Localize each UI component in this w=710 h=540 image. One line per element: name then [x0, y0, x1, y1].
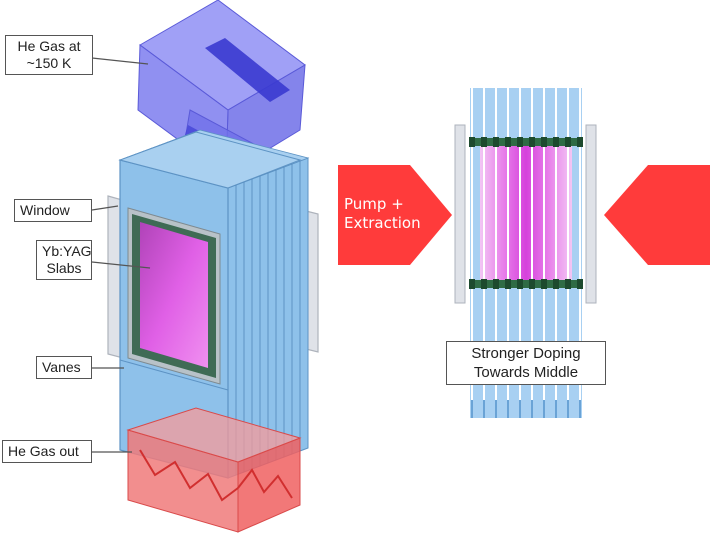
gas-outlet-manifold: [126, 407, 302, 533]
doped-slab-region: [480, 146, 572, 284]
clamp-bead: [529, 137, 535, 147]
clamp-bead: [577, 137, 583, 147]
clamp-bead: [577, 279, 583, 289]
yb-yag-slab: [127, 207, 221, 385]
label-window: Window: [14, 199, 92, 222]
clamp-bead: [469, 137, 475, 147]
clamp-bead: [541, 279, 547, 289]
label-he-gas-in: He Gas at ~150 K: [5, 35, 93, 75]
vane-plate: [291, 160, 301, 455]
vane-plate: [299, 157, 309, 452]
label-he-gas-in-line1: He Gas at: [17, 38, 81, 54]
clamp-bead: [505, 137, 511, 147]
pump-arrow-right: [604, 165, 710, 265]
label-pump-line1: Pump +: [344, 195, 404, 213]
vane-plate: [259, 172, 269, 467]
label-he-gas-out-text: He Gas out: [8, 443, 79, 459]
label-he-gas-in-line2: ~150 K: [26, 55, 72, 71]
clamp-bar: [470, 138, 582, 146]
label-doping-line2: Towards Middle: [473, 364, 579, 381]
clamp-bead: [553, 137, 559, 147]
label-doping-line1: Stronger Doping: [471, 345, 581, 362]
vane-plate: [275, 166, 285, 461]
clamp-bead: [493, 137, 499, 147]
label-slabs: Yb:YAG Slabs: [36, 240, 92, 280]
window-bar-left: [454, 124, 466, 304]
clamp-bead: [481, 279, 487, 289]
clamp-bead: [493, 279, 499, 289]
clamp-bead: [529, 279, 535, 289]
vane-plate: [267, 169, 277, 464]
clamp-bead: [469, 279, 475, 289]
label-pump-line2: Extraction: [344, 214, 421, 232]
vane-plate: [283, 163, 293, 458]
clamp-bar: [470, 280, 582, 288]
clamp-bead: [505, 279, 511, 289]
clamp-bead: [565, 279, 571, 289]
label-pump-extraction: Pump + Extraction: [344, 195, 421, 233]
label-slabs-line1: Yb:YAG: [42, 243, 92, 259]
pump-arrow-left: [338, 165, 452, 265]
clamp-bead: [553, 279, 559, 289]
label-window-text: Window: [20, 202, 70, 218]
clamp-bead: [517, 137, 523, 147]
clamp-bead: [481, 137, 487, 147]
clamp-bead: [565, 137, 571, 147]
label-vanes: Vanes: [36, 356, 92, 379]
window-bar-right: [585, 124, 597, 304]
label-doping: Stronger Doping Towards Middle: [446, 341, 606, 385]
label-he-gas-out: He Gas out: [2, 440, 92, 463]
clamp-bead: [517, 279, 523, 289]
label-vanes-text: Vanes: [42, 359, 81, 375]
label-slabs-line2: Slabs: [46, 260, 82, 276]
clamp-bead: [541, 137, 547, 147]
